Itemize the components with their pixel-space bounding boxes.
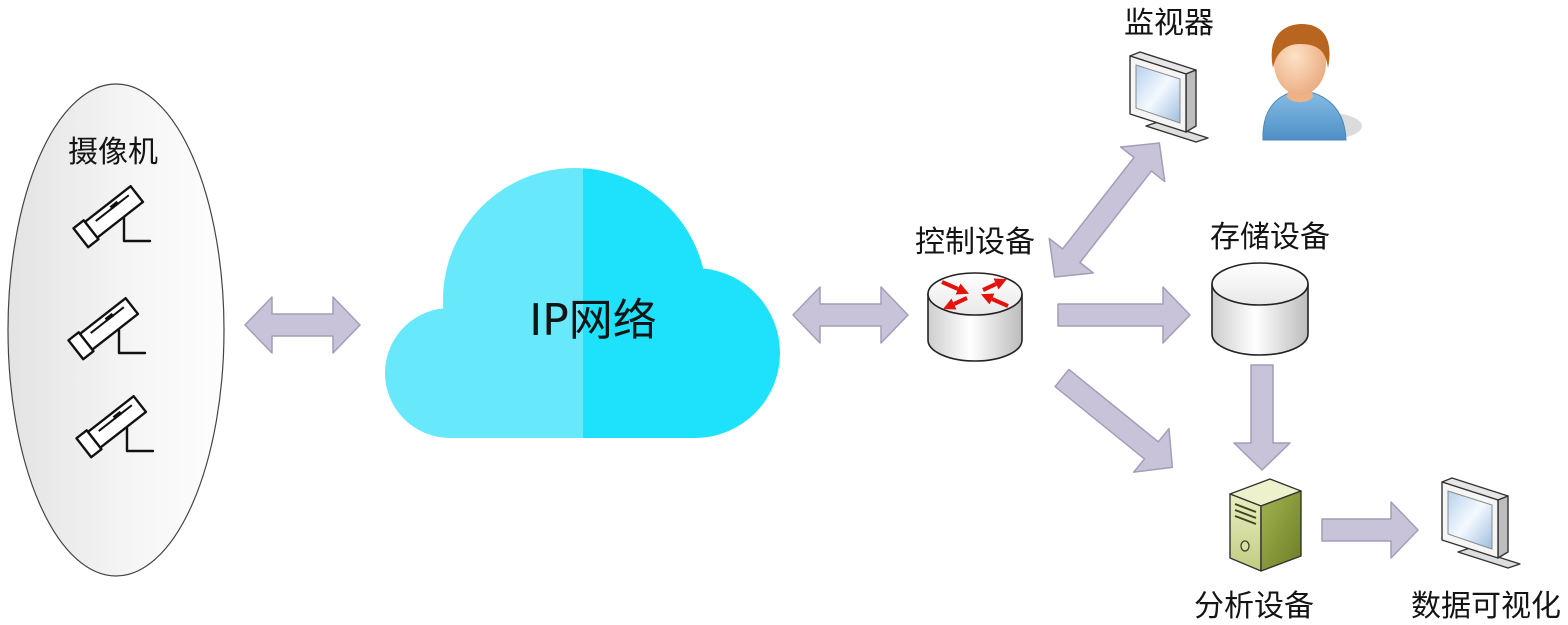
storage-top	[1211, 262, 1309, 306]
server-power-button	[1240, 540, 1250, 552]
camera-icon	[72, 184, 152, 249]
router-arrow	[982, 278, 1007, 292]
connectors	[244, 142, 1419, 559]
server-drive-bay	[1234, 515, 1257, 525]
data-visualization-label: 数据可视化	[1411, 589, 1561, 624]
camera-indicator	[104, 312, 115, 322]
monitor-icon	[1129, 51, 1209, 143]
arrow-control-storage	[1057, 286, 1191, 344]
server-drive-bays	[1234, 503, 1257, 525]
camera-icon	[67, 296, 147, 361]
camera-lens	[72, 219, 100, 249]
user-icon	[1262, 24, 1362, 141]
router-icon	[927, 272, 1023, 362]
router-top	[927, 272, 1023, 316]
monitor-screen	[1135, 64, 1181, 124]
camera-lens	[67, 331, 95, 361]
camera-group: 摄像机	[7, 83, 225, 577]
arrow-cameras-network	[244, 296, 361, 354]
camera-lens	[75, 429, 103, 459]
server-front	[1229, 493, 1262, 572]
arrow-storage-analysis	[1233, 364, 1291, 471]
connector-fills	[244, 142, 1419, 559]
network-label: IP网络	[529, 295, 657, 346]
router-arrow	[981, 293, 1009, 308]
monitor-icon	[1441, 477, 1521, 569]
monitor-base	[1145, 121, 1209, 143]
arrow-network-control	[792, 286, 909, 344]
monitor-screen	[1447, 490, 1493, 550]
router-arrow	[941, 280, 969, 295]
monitor-base	[1457, 547, 1521, 569]
camera-indicator	[109, 200, 120, 210]
router-arrows	[941, 278, 1009, 310]
database-icon	[1211, 262, 1309, 356]
router-arrow	[943, 296, 968, 310]
camera-mount	[125, 425, 155, 453]
camera-mount	[117, 327, 147, 355]
monitor-label: 监视器	[1124, 6, 1214, 41]
camera-indicator	[112, 410, 123, 420]
arrow-analysis-visualization	[1321, 501, 1419, 559]
server-drive-bay	[1234, 503, 1257, 513]
monitor-side	[1497, 495, 1509, 559]
server-side	[1260, 490, 1302, 572]
storage-device-label: 存储设备	[1210, 220, 1330, 255]
arrow-control-monitor	[1048, 142, 1166, 278]
control-device-label: 控制设备	[915, 225, 1035, 260]
arrow-control-analysis	[1054, 368, 1174, 473]
cameras-label: 摄像机	[68, 135, 158, 170]
server-icon	[1229, 478, 1302, 572]
monitor-side	[1185, 69, 1197, 133]
camera-icon	[75, 394, 155, 459]
user-face	[1274, 31, 1326, 95]
analysis-device-label: 分析设备	[1194, 589, 1314, 624]
user-hair	[1271, 24, 1330, 68]
camera-mount	[122, 215, 152, 243]
server-drive-bay	[1234, 509, 1257, 519]
